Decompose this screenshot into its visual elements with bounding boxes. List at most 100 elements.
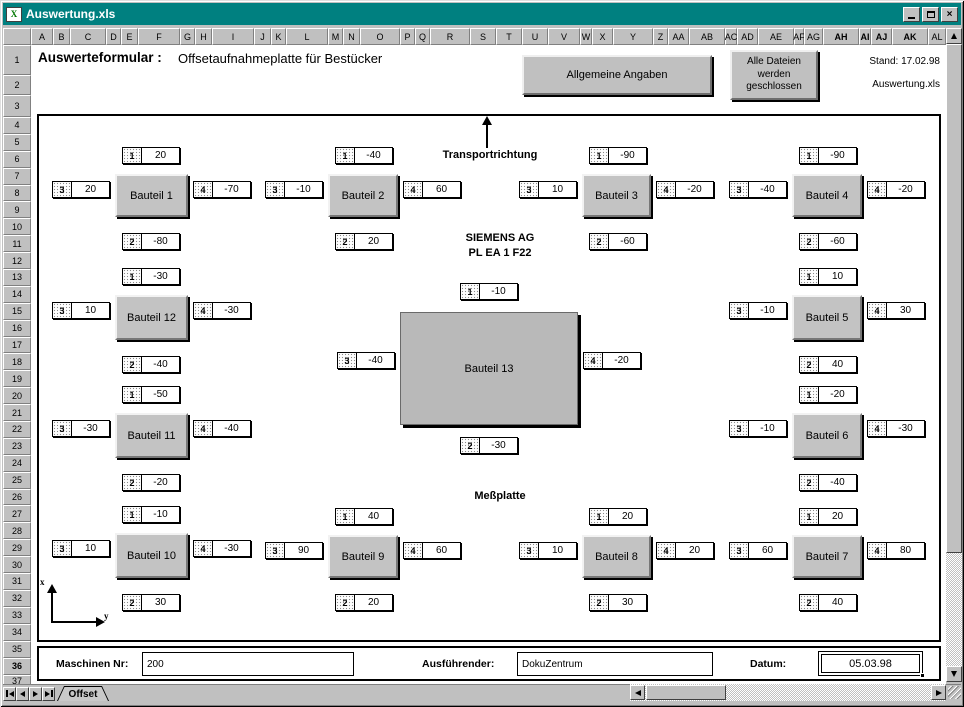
column-header-C[interactable]: C (70, 28, 106, 45)
bauteil-8-button[interactable]: Bauteil 8 (582, 535, 651, 578)
column-header-AG[interactable]: AG (804, 28, 823, 45)
cell-fill-handle[interactable] (920, 673, 925, 678)
row-header-29[interactable]: 29 (3, 539, 31, 557)
bauteil-1-button[interactable]: Bauteil 1 (115, 174, 188, 217)
row-header-11[interactable]: 11 (3, 235, 31, 253)
bauteil-10-measure-right[interactable]: 4-30 (193, 540, 251, 557)
column-header-AL[interactable]: AL (928, 28, 946, 45)
column-header-V[interactable]: V (548, 28, 580, 45)
row-header-19[interactable]: 19 (3, 370, 31, 388)
column-header-Q[interactable]: Q (415, 28, 430, 45)
column-header-F[interactable]: F (138, 28, 180, 45)
column-header-AJ[interactable]: AJ (871, 28, 892, 45)
column-header-AB[interactable]: AB (689, 28, 725, 45)
bauteil-12-measure-top[interactable]: 1-30 (122, 268, 180, 285)
bauteil-13-measure-top[interactable]: 1-10 (460, 283, 518, 300)
bauteil-9-button[interactable]: Bauteil 9 (328, 535, 398, 578)
bauteil-10-button[interactable]: Bauteil 10 (115, 533, 188, 578)
column-header-N[interactable]: N (343, 28, 360, 45)
bauteil-6-measure-left[interactable]: 3-10 (729, 420, 787, 437)
bauteil-13-measure-left[interactable]: 3-40 (337, 352, 395, 369)
row-header-20[interactable]: 20 (3, 387, 31, 405)
bauteil-12-measure-right[interactable]: 4-30 (193, 302, 251, 319)
bauteil-4-button[interactable]: Bauteil 4 (792, 174, 862, 217)
row-header-1[interactable]: 1 (3, 45, 31, 75)
row-header-32[interactable]: 32 (3, 589, 31, 607)
bauteil-2-button[interactable]: Bauteil 2 (328, 174, 398, 217)
column-header-S[interactable]: S (470, 28, 496, 45)
bauteil-3-measure-right[interactable]: 4-20 (656, 181, 714, 198)
row-header-13[interactable]: 13 (3, 269, 31, 286)
select-all-corner[interactable] (3, 28, 31, 45)
row-header-35[interactable]: 35 (3, 640, 31, 658)
column-header-O[interactable]: O (360, 28, 400, 45)
alle-dateien-button[interactable]: Alle Dateien werden geschlossen (730, 50, 818, 100)
row-header-22[interactable]: 22 (3, 421, 31, 438)
column-header-Y[interactable]: Y (613, 28, 653, 45)
ausfuehrender-input[interactable]: DokuZentrum (517, 652, 713, 676)
column-header-AD[interactable]: AD (737, 28, 758, 45)
row-header-37[interactable]: 37 (3, 674, 31, 684)
bauteil-6-measure-right[interactable]: 4-30 (867, 420, 925, 437)
row-header-2[interactable]: 2 (3, 75, 31, 95)
row-header-15[interactable]: 15 (3, 302, 31, 320)
column-header-L[interactable]: L (286, 28, 328, 45)
row-header-31[interactable]: 31 (3, 573, 31, 590)
row-header-3[interactable]: 3 (3, 95, 31, 117)
maschinen-nr-input[interactable]: 200 (142, 652, 354, 676)
column-header-G[interactable]: G (180, 28, 195, 45)
column-header-B[interactable]: B (53, 28, 70, 45)
column-header-AE[interactable]: AE (758, 28, 794, 45)
bauteil-3-button[interactable]: Bauteil 3 (582, 174, 651, 217)
column-header-AC[interactable]: AC (725, 28, 737, 45)
column-header-M[interactable]: M (328, 28, 343, 45)
datum-input[interactable]: 05.03.98 (818, 651, 925, 678)
bauteil-2-measure-top[interactable]: 1-40 (335, 147, 393, 164)
column-header-AI[interactable]: AI (859, 28, 871, 45)
bauteil-4-measure-left[interactable]: 3-40 (729, 181, 787, 198)
bauteil-13-measure-bottom[interactable]: 2-30 (460, 437, 518, 454)
bauteil-5-measure-left[interactable]: 3-10 (729, 302, 787, 319)
column-header-P[interactable]: P (400, 28, 415, 45)
bauteil-13-button[interactable]: Bauteil 13 (400, 312, 578, 425)
bauteil-11-button[interactable]: Bauteil 11 (115, 413, 188, 458)
column-header-K[interactable]: K (271, 28, 286, 45)
row-header-36[interactable]: 36 (3, 657, 31, 675)
bauteil-4-measure-top[interactable]: 1-90 (799, 147, 857, 164)
row-header-18[interactable]: 18 (3, 353, 31, 371)
column-header-J[interactable]: J (254, 28, 271, 45)
horizontal-scroll-thumb[interactable] (646, 685, 726, 700)
minimize-button[interactable] (903, 6, 920, 22)
bauteil-11-measure-left[interactable]: 3-30 (52, 420, 110, 437)
bauteil-12-button[interactable]: Bauteil 12 (115, 295, 188, 340)
sheet-tab-offset[interactable]: Offset (57, 686, 109, 701)
bauteil-10-measure-top[interactable]: 1-10 (122, 506, 180, 523)
column-header-E[interactable]: E (121, 28, 138, 45)
last-sheet-button[interactable] (42, 686, 55, 701)
bauteil-3-measure-bottom[interactable]: 2-60 (589, 233, 647, 250)
maximize-button[interactable] (922, 6, 939, 22)
row-header-23[interactable]: 23 (3, 437, 31, 455)
row-header-34[interactable]: 34 (3, 623, 31, 641)
row-header-9[interactable]: 9 (3, 201, 31, 219)
scroll-down-button[interactable] (946, 666, 962, 682)
scroll-left-button[interactable] (630, 685, 645, 700)
resize-grip[interactable] (948, 686, 961, 699)
bauteil-7-button[interactable]: Bauteil 7 (792, 535, 862, 578)
bauteil-6-measure-top[interactable]: 1-20 (799, 386, 857, 403)
